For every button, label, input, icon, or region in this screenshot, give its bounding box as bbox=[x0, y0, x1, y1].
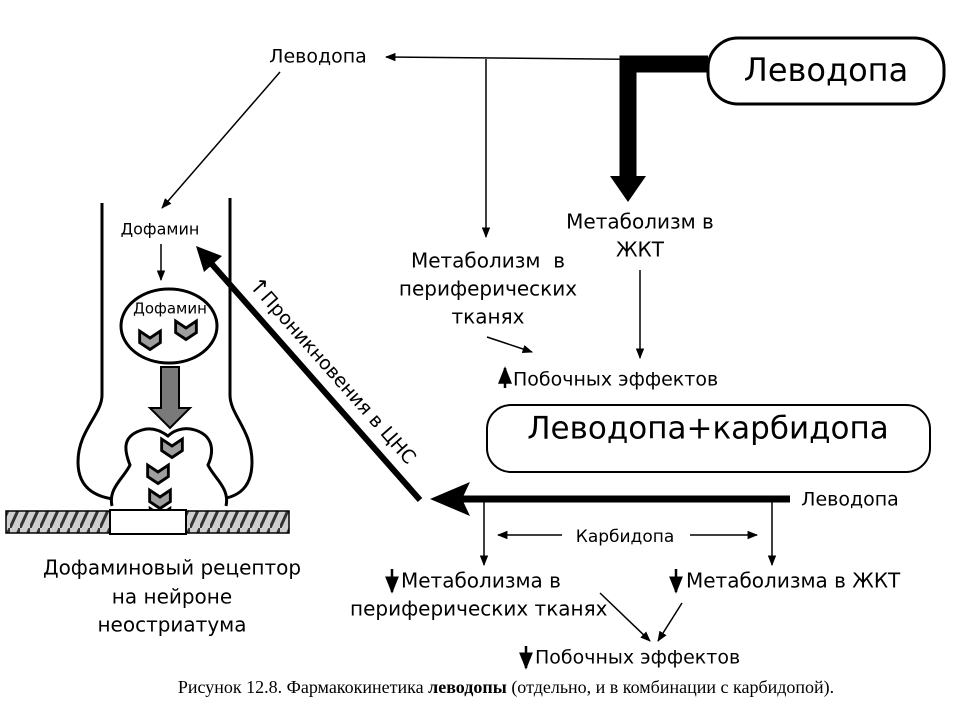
periph-metabolism-down-label-1: Метаболизма в bbox=[401, 569, 561, 593]
levodopa-to-top-arrow bbox=[384, 52, 709, 62]
levodopa-right-label: Леводопа bbox=[801, 489, 899, 511]
periph-metabolism-label-1: Метаболизм в bbox=[411, 249, 565, 273]
cns-thick-arrow bbox=[196, 246, 423, 502]
gi-to-side-effects-down-arrow bbox=[657, 602, 683, 642]
cns-penetration-label: ↑Проникновения в ЦНС bbox=[243, 272, 422, 469]
side-effects-up-label: Побочных эффектов bbox=[513, 369, 718, 391]
cns-penetration-group: ↑Проникновения в ЦНС bbox=[243, 272, 422, 469]
combo-thick-arrow bbox=[430, 482, 790, 516]
dopamine-molecule-icon bbox=[146, 462, 170, 486]
gi-thick-arrow bbox=[610, 55, 708, 202]
periph-metabolism-label-2: периферических bbox=[399, 277, 577, 301]
levodopa-carbidopa-label: Леводопа+карбидопа bbox=[527, 411, 889, 447]
periph-metabolism-down-group: Метаболизма в периферических тканях bbox=[350, 569, 608, 621]
carbidopa-label: Карбидопа bbox=[576, 527, 675, 547]
gi-metabolism-label-2: ЖКТ bbox=[616, 238, 665, 262]
dopamine-molecule-icon bbox=[174, 318, 198, 342]
side-effects-down-label: Побочных эффектов bbox=[535, 647, 740, 669]
dopamine-vesicle-label: Дофамин bbox=[133, 300, 207, 318]
periph-metabolism-label-3: тканях bbox=[452, 305, 525, 329]
receptor-label-3: неостриатума bbox=[97, 613, 246, 637]
dopamine-molecule-icon bbox=[160, 436, 184, 460]
receptor-label-2: на нейроне bbox=[112, 585, 232, 609]
periph-to-side-effects-arrow bbox=[486, 336, 533, 353]
periph-to-side-effects-down-arrow bbox=[599, 592, 651, 642]
receptor-label-1: Дофаминовый рецептор bbox=[43, 556, 301, 580]
side-effects-up-group: Побочных эффектов bbox=[498, 366, 718, 391]
synapse-illustration: Дофамин Дофамин bbox=[5, 198, 290, 535]
dopamine-molecule-icon bbox=[138, 328, 162, 352]
figure-caption: Рисунок 12.8. Фармакокинетика леводопы (… bbox=[178, 677, 834, 698]
levodopa-carbidopa-box: Леводопа+карбидопа bbox=[486, 404, 931, 473]
side-effects-down-group: Побочных эффектов bbox=[519, 646, 740, 670]
levodopa-box: Леводопа bbox=[706, 36, 946, 106]
dopamine-molecule-icon bbox=[148, 487, 172, 511]
levodopa-box-label: Леводопа bbox=[744, 51, 908, 89]
release-arrow bbox=[147, 366, 193, 430]
periph-metabolism-down-label-2: периферических тканях bbox=[350, 597, 608, 621]
levodopa-to-dopamine-arrow bbox=[161, 71, 281, 209]
gi-metabolism-down-group: Метаболизма в ЖКТ bbox=[669, 569, 901, 594]
receptor-opening bbox=[109, 509, 187, 535]
gi-metabolism-down-label: Метаболизма в ЖКТ bbox=[686, 569, 901, 593]
gi-metabolism-label-1: Метаболизм в bbox=[566, 210, 714, 234]
levodopa-top-label: Леводопа bbox=[269, 46, 367, 68]
dopamine-outer-label: Дофамин bbox=[121, 220, 200, 239]
